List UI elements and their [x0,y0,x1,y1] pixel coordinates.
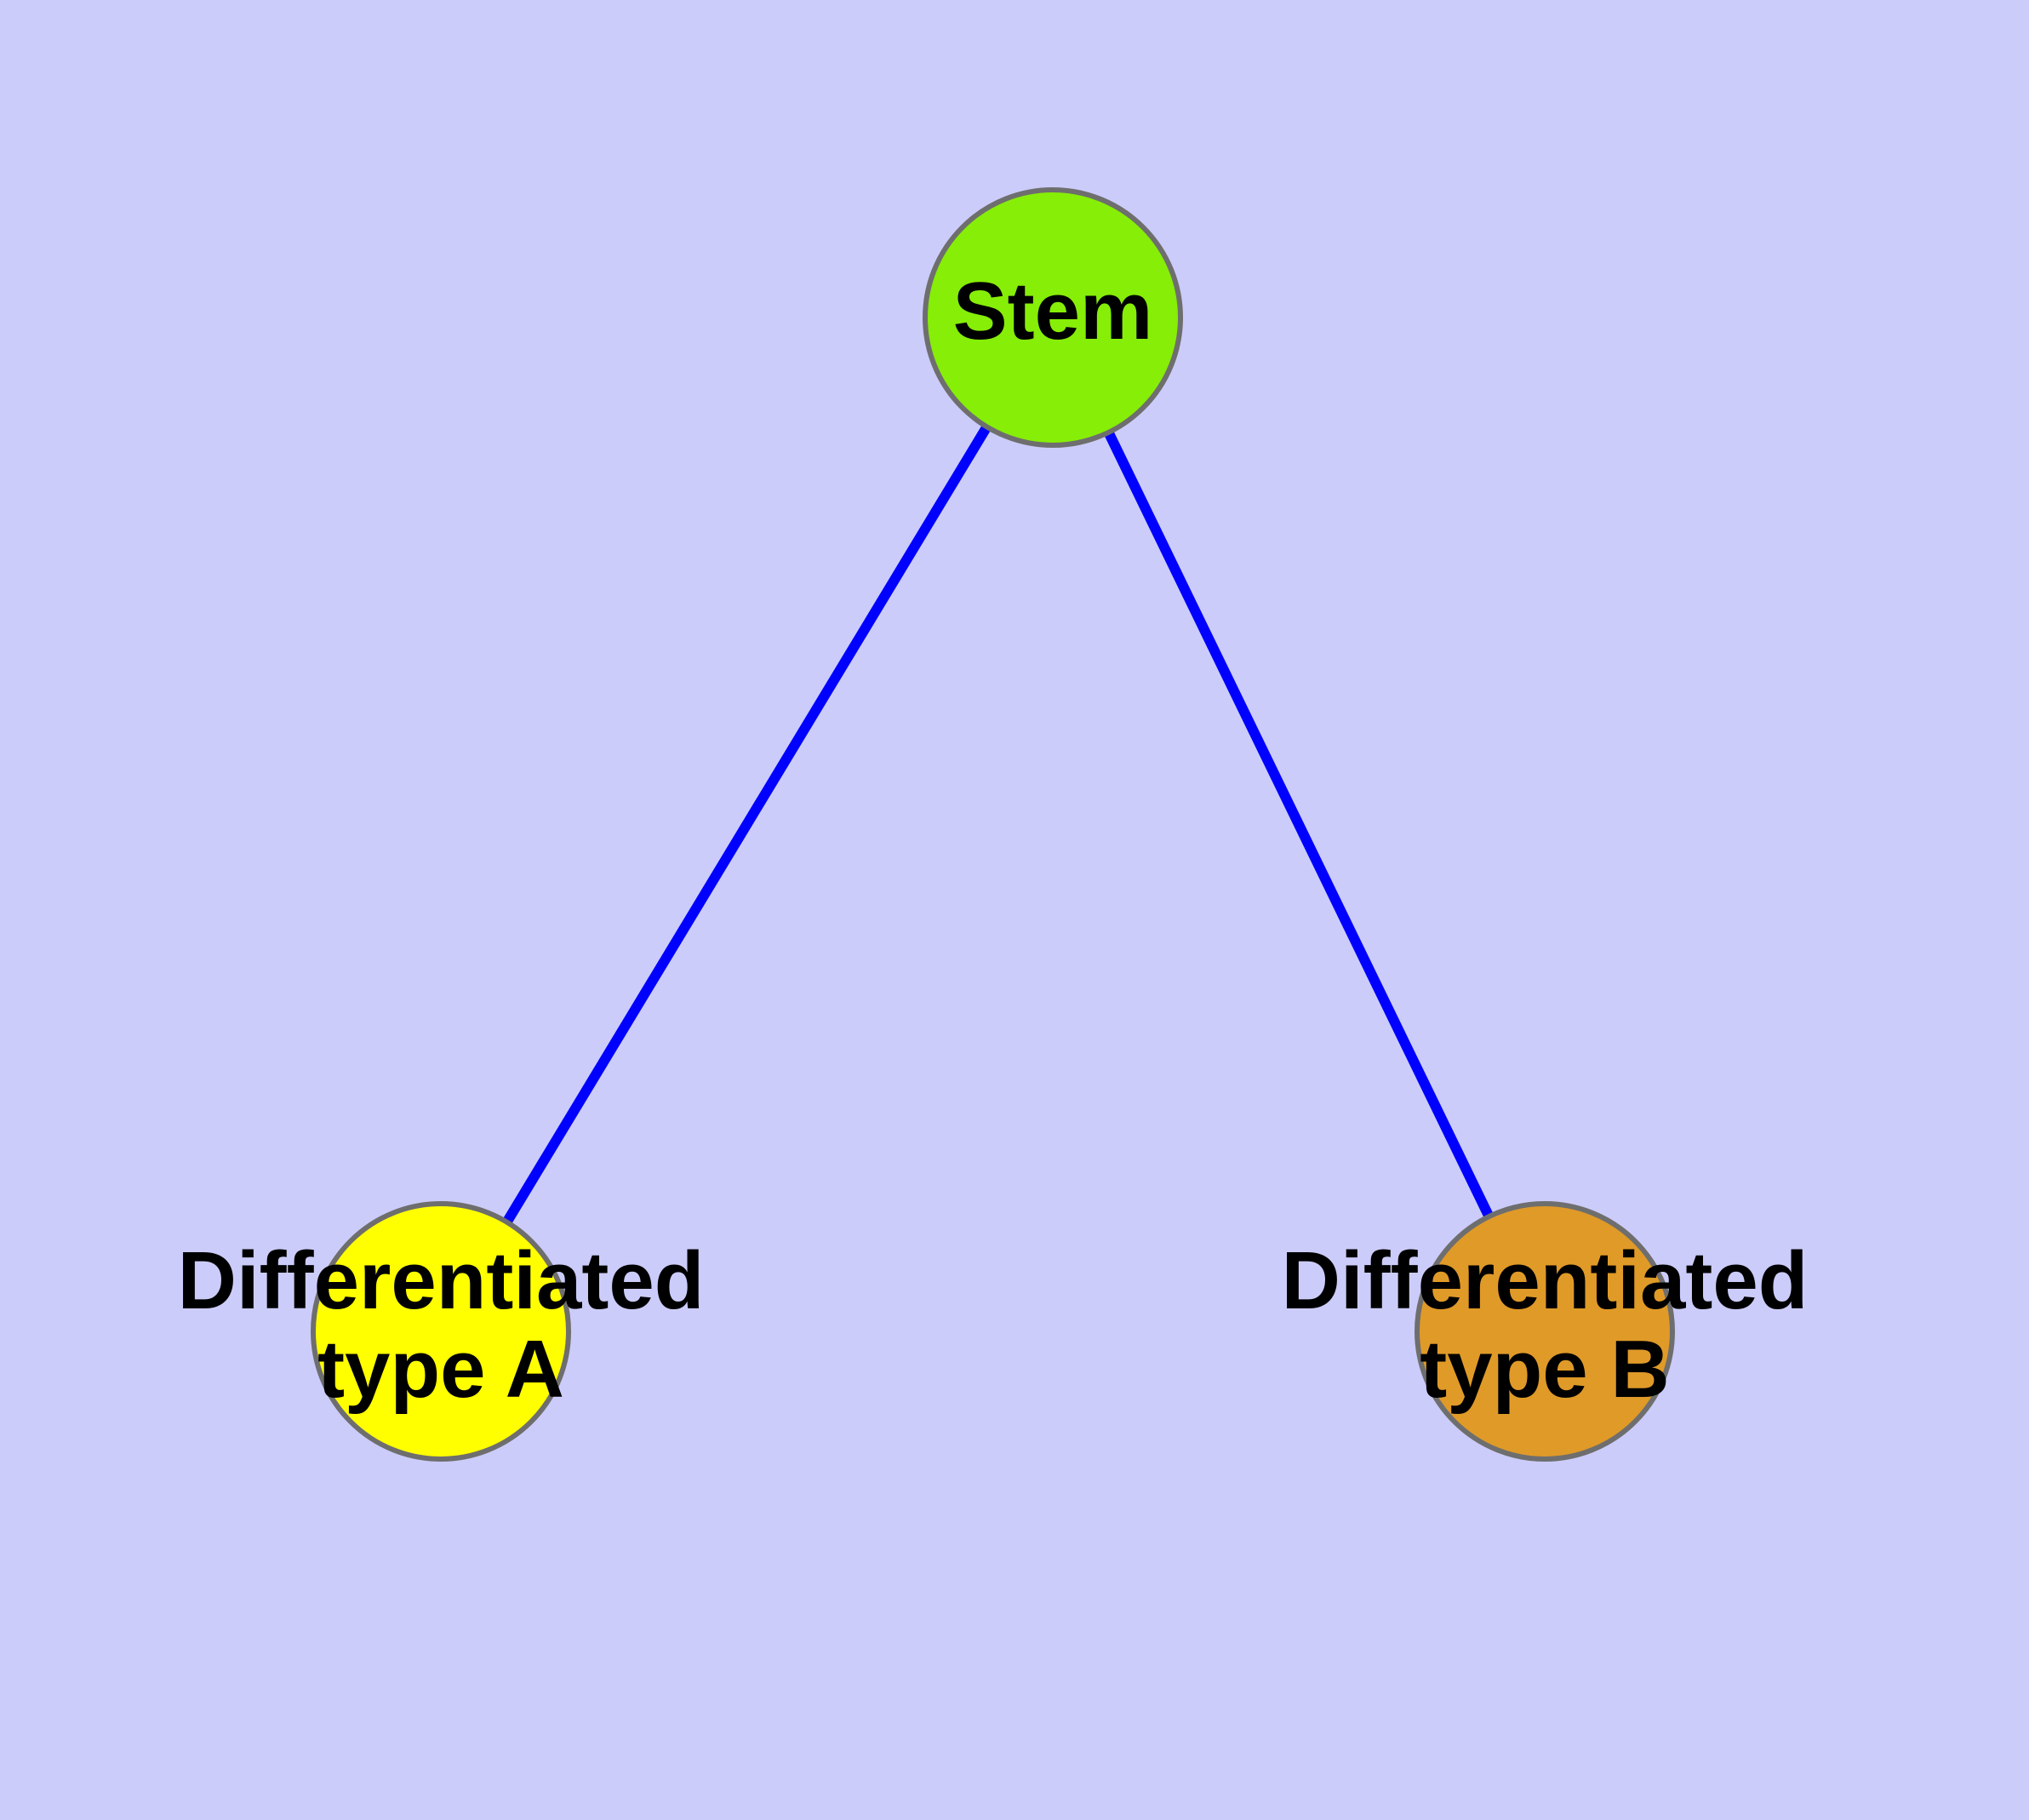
node-label-line: type A [317,1324,564,1415]
edge-layer [502,424,1494,1225]
graph-node-stem[interactable]: Stem [923,187,1183,448]
node-label-line: Differentiated [178,1235,705,1326]
node-label-line: type B [1420,1324,1669,1415]
node-circle-diff_a[interactable] [311,1201,571,1462]
graph-edge-stem-to-diff_b[interactable] [1104,430,1494,1219]
node-label-line: Stem [953,266,1153,357]
node-circle-stem[interactable] [923,187,1183,448]
node-label-stem: Stem [953,266,1153,357]
node-label-line: Differentiated [1282,1235,1809,1326]
node-circle-diff_b[interactable] [1415,1201,1675,1462]
graph-edge-stem-to-diff_a[interactable] [502,424,992,1225]
